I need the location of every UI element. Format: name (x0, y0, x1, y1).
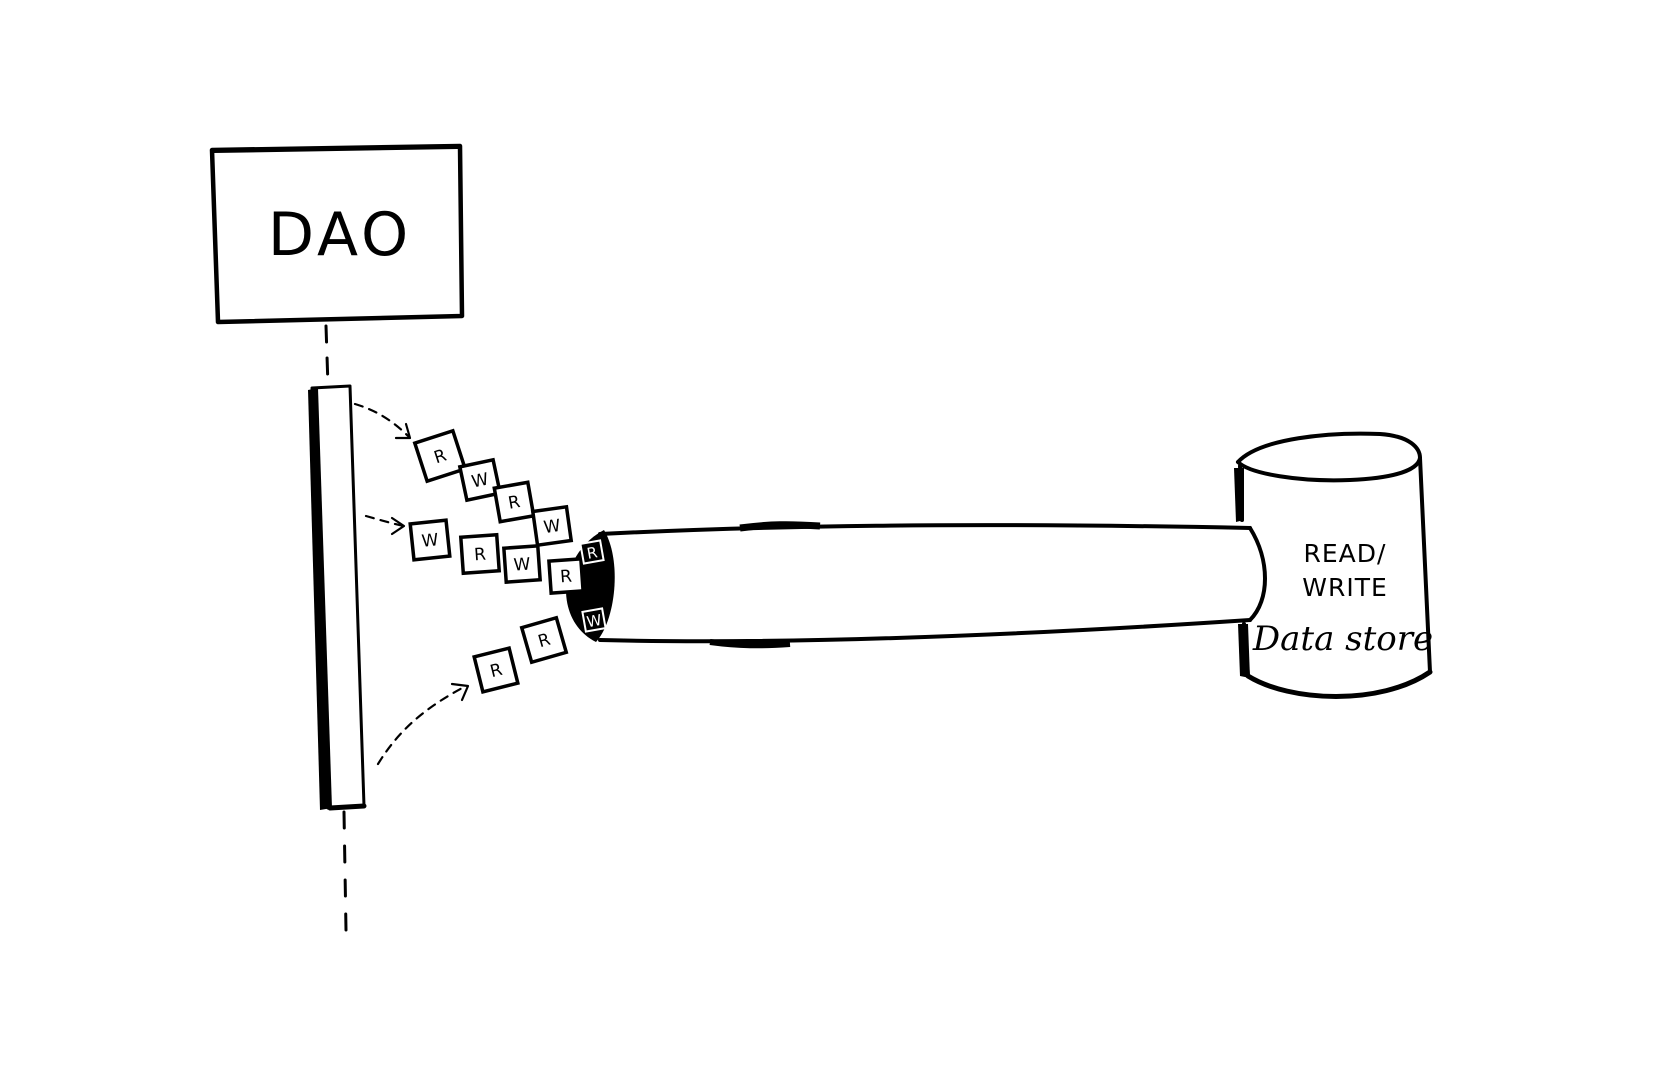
operation-queue-bottom: R R (472, 615, 569, 694)
entrance-op-1: W (581, 607, 607, 633)
pipe (566, 521, 1267, 649)
op-label: W (513, 554, 531, 575)
queue-op-middle-1: R (458, 532, 502, 576)
op-label: R (473, 545, 486, 566)
operation-queue-top: R W R W (412, 428, 574, 548)
queue-op-middle-3: R (547, 557, 585, 595)
queue-op-top-2: R (492, 480, 536, 524)
pipe-entrance-ops: R W (579, 539, 607, 633)
datastore-cylinder: READ/ WRITE Data store (1234, 431, 1433, 699)
queue-op-top-0: R (412, 428, 468, 484)
dao-label: DAO (268, 200, 412, 270)
queue-op-middle-0: W (408, 518, 452, 562)
op-label: W (585, 611, 603, 631)
queue-op-middle-2: W (501, 543, 543, 585)
operation-queue-middle: W R W R (408, 518, 585, 595)
op-label: R (559, 567, 572, 588)
op-label: W (421, 530, 440, 552)
op-label: R (507, 492, 522, 514)
op-label: R (585, 543, 598, 563)
queue-op-bottom-0: R (472, 646, 520, 694)
datastore-label-read: READ/ (1304, 539, 1387, 568)
op-label: W (470, 469, 491, 492)
dao-box: DAO (209, 143, 465, 325)
datastore-label-name: Data store (1252, 619, 1433, 659)
op-label: W (542, 516, 562, 538)
dao-lifeline (324, 324, 348, 932)
queue-op-bottom-1: R (519, 615, 569, 665)
op-label: R (536, 630, 553, 653)
entrance-op-0: R (579, 539, 605, 565)
queue-op-top-3: W (530, 504, 574, 548)
message-arrows (353, 402, 470, 766)
op-label: R (488, 660, 504, 682)
datastore-label-write: WRITE (1302, 573, 1388, 602)
activation-bar (308, 384, 367, 811)
queue-op-top-1: W (457, 457, 503, 503)
